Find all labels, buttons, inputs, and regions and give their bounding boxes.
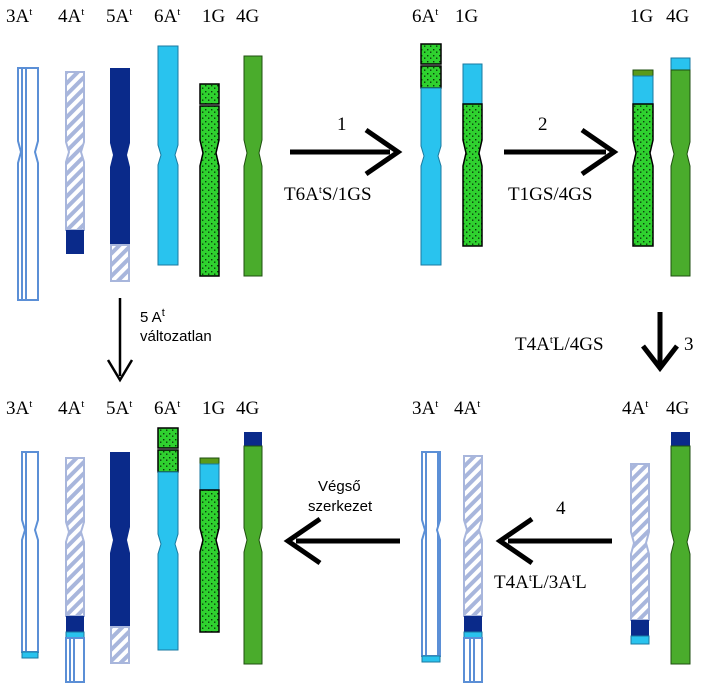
arrow-step-3: T4AtL/4GS 3 — [515, 312, 694, 373]
svg-text:1G: 1G — [455, 6, 479, 27]
arrow-final: Végső szerkezet — [283, 478, 400, 566]
chromosome-6A — [157, 45, 179, 266]
arrow-unchanged: 5 At változatlan — [106, 298, 212, 383]
chromosome-4A-after-3 — [630, 463, 650, 645]
svg-text:4At: 4At — [58, 6, 84, 27]
svg-text:4G: 4G — [666, 6, 690, 27]
step-2-number: 2 — [538, 114, 548, 135]
svg-text:6At: 6At — [154, 6, 180, 27]
step-4-number: 4 — [556, 498, 566, 519]
top-right-labels: 1G 4G — [630, 6, 690, 27]
final-label-a: Végső — [318, 478, 361, 495]
chromosome-4A — [65, 71, 85, 254]
chromosome-4G-after-3 — [670, 432, 691, 665]
svg-text:1G: 1G — [202, 398, 226, 419]
unchanged-label-b: változatlan — [140, 328, 212, 345]
chromosome-4G — [243, 55, 263, 277]
svg-text:4At: 4At — [622, 398, 648, 419]
final-label-b: szerkezet — [308, 498, 373, 515]
top-middle-labels: 6At 1G — [412, 6, 479, 27]
svg-text:4G: 4G — [236, 398, 260, 419]
svg-text:3At: 3At — [412, 398, 438, 419]
step-4-label: T4AtL/3AtL — [494, 572, 587, 593]
final-chromosome-6A — [157, 427, 179, 651]
arrow-step-2: 2 T1GS/4GS — [504, 114, 619, 205]
chromosome-4G-after-2 — [670, 57, 691, 277]
final-chromosome-5A — [110, 452, 130, 664]
final-chromosome-1G — [199, 457, 220, 633]
chromosome-3A — [17, 67, 39, 301]
step-1-number: 1 — [337, 114, 347, 135]
step-1-label: T6AtS/1GS — [284, 184, 372, 205]
svg-text:5At: 5At — [106, 398, 132, 419]
chromosome-1G — [199, 83, 220, 277]
svg-text:1G: 1G — [202, 6, 226, 27]
svg-text:4G: 4G — [666, 398, 690, 419]
step-2-label: T1GS/4GS — [508, 184, 592, 205]
arrow-step-1: 1 T6AtS/1GS — [284, 114, 403, 205]
svg-text:4At: 4At — [58, 398, 84, 419]
svg-text:4G: 4G — [236, 6, 260, 27]
svg-text:3At: 3At — [6, 6, 32, 27]
final-chromosome-4G — [243, 432, 263, 665]
unchanged-label-a: 5 At — [140, 307, 165, 326]
svg-text:4At: 4At — [454, 398, 480, 419]
bottom-right-labels: 4At 4G — [622, 398, 690, 419]
step-3-label: T4AtL/4GS — [515, 334, 604, 355]
chromosome-4A-after-4 — [463, 455, 483, 683]
svg-text:6At: 6At — [154, 398, 180, 419]
chromosome-1G-after-1 — [462, 63, 483, 247]
svg-text:1G: 1G — [630, 6, 654, 27]
svg-text:5At: 5At — [106, 6, 132, 27]
svg-text:3At: 3At — [6, 398, 32, 419]
top-left-labels: 3At 4At 5At 6At 1G 4G — [6, 6, 260, 27]
svg-text:6At: 6At — [412, 6, 438, 27]
final-chromosome-3A — [21, 451, 39, 659]
bottom-middle-labels: 3At 4At — [412, 398, 480, 419]
chromosome-6A-after-1 — [420, 43, 442, 266]
final-chromosome-4A — [65, 457, 85, 683]
arrow-step-4: 4 T4AtL/3AtL — [494, 498, 612, 593]
step-3-number: 3 — [684, 334, 694, 355]
chromosome-3A-after-4 — [421, 451, 441, 663]
chromosome-5A — [110, 68, 130, 282]
bottom-left-labels: 3At 4At 5At 6At 1G 4G — [6, 398, 260, 419]
chromosome-1G-after-2 — [632, 69, 654, 247]
